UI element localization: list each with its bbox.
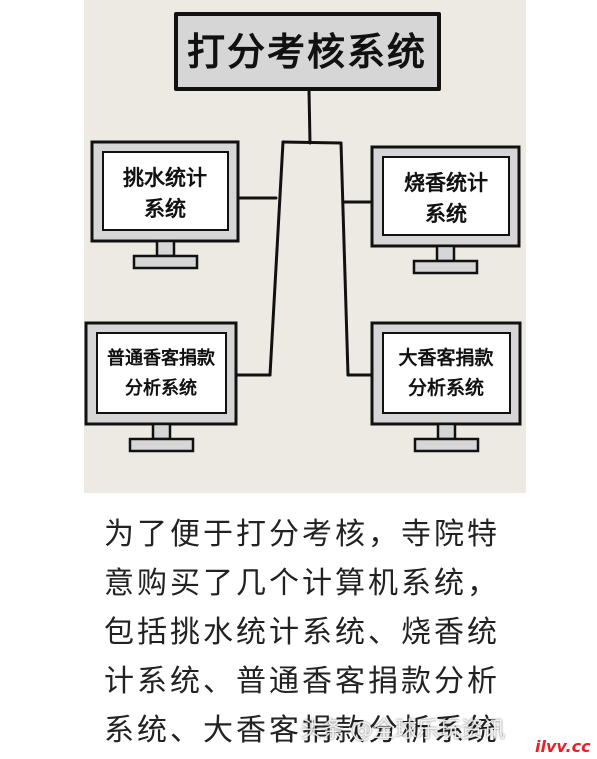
monitor-screen bbox=[382, 156, 510, 236]
watermark-text: 头条 @全球乐玩资讯 bbox=[300, 718, 505, 743]
monitor-screen bbox=[102, 151, 229, 231]
monitor-neck bbox=[151, 422, 172, 441]
monitor-neck bbox=[435, 244, 456, 263]
node-label-line-2: 分析系统 bbox=[125, 377, 197, 399]
caption-line: 包括挑水统计系统、烧香统 bbox=[104, 615, 500, 650]
right-trunk bbox=[339, 141, 350, 377]
monitor-drainage: 挑水统计 系统 bbox=[90, 140, 240, 270]
connector-lines bbox=[234, 88, 374, 377]
caption-line: 系统、大香客捐款分析系统 bbox=[104, 713, 500, 748]
root-label: 打分考核系统 bbox=[187, 30, 427, 74]
node-label-line-1: 大香客捐款 bbox=[398, 346, 494, 369]
monitor-neck bbox=[155, 239, 176, 258]
monitor-screen bbox=[96, 332, 227, 414]
monitor-incense: 烧香统计 系统 bbox=[370, 145, 521, 275]
root-connector bbox=[307, 88, 312, 145]
monitor-major-donation: 大香客捐款 分析系统 bbox=[370, 321, 522, 453]
caption-line: 为了便于打分考核，寺院特 bbox=[104, 517, 500, 552]
top-connector bbox=[281, 140, 343, 145]
left-trunk bbox=[268, 140, 285, 377]
monitor-base bbox=[128, 437, 195, 453]
monitor-screen bbox=[382, 332, 511, 414]
monitor-base bbox=[413, 437, 480, 453]
monitor-neck bbox=[436, 422, 457, 441]
root-box bbox=[174, 12, 441, 91]
caption-line: 计系统、普通香客捐款分析 bbox=[104, 664, 500, 699]
caption-line: 意购买了几个计算机系统， bbox=[104, 566, 500, 601]
watermark-logo: ilvv.cc bbox=[535, 737, 591, 756]
node-label-line-1: 烧香统计 bbox=[404, 171, 488, 195]
monitor-base bbox=[132, 254, 199, 270]
monitor-regular-donation: 普通香客捐款 分析系统 bbox=[84, 321, 238, 453]
monitor-base bbox=[412, 259, 479, 275]
node-label-line-1: 挑水统计 bbox=[123, 166, 207, 190]
caption-paragraph: 为了便于打分考核，寺院特 意购买了几个计算机系统， 包括挑水统计系统、烧香统 计… bbox=[104, 510, 584, 755]
system-diagram: 打分考核系统 挑水统计 系统 烧香统计 系统 普通香客捐款 分析 bbox=[84, 12, 522, 453]
node-label-line-2: 系统 bbox=[425, 202, 467, 226]
node-label-line-2: 系统 bbox=[144, 197, 186, 221]
root-node: 打分考核系统 bbox=[174, 12, 441, 91]
node-label-line-1: 普通香客捐款 bbox=[107, 347, 216, 369]
node-label-line-2: 分析系统 bbox=[408, 376, 484, 399]
